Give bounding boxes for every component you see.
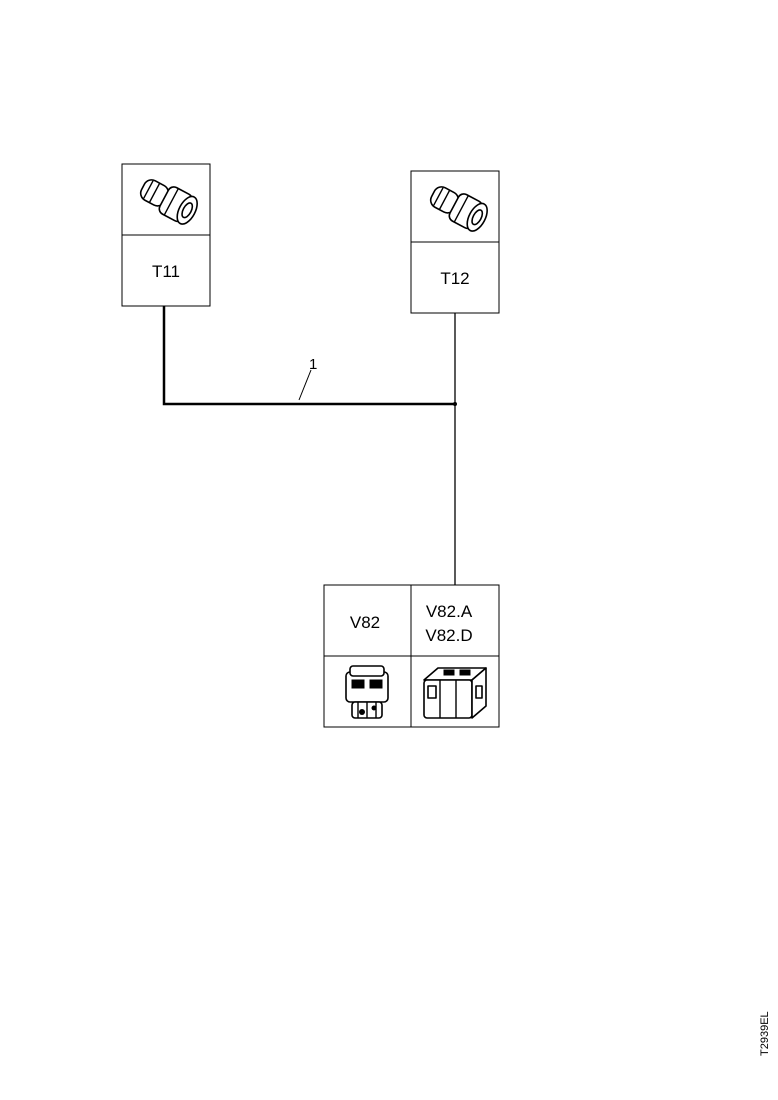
connector-block-icon [423,667,487,719]
component-t12[interactable]: T12 [410,170,500,314]
v82-label: V82 [350,613,380,632]
reference-code-box: T2939EL [759,1011,771,1056]
bulb-socket-icon [429,186,488,232]
v82-pin-a-label: V82.A [426,602,473,621]
wire-1: 1 [162,306,457,587]
component-t11[interactable]: T11 [121,163,211,307]
wire-1-leader [298,369,312,401]
wire-1-label: 1 [309,356,317,373]
t11-label-cell [121,234,211,307]
reference-code: T2939EL [759,1011,771,1056]
v82-pin-d-label: V82.D [425,626,472,645]
component-v82[interactable]: V82 V82.A V82.D [323,584,500,728]
bulb-socket-icon [139,179,198,225]
wire-junction [453,402,457,406]
t11-label: T11 [152,262,180,281]
relay-icon [345,665,389,719]
wire-1-segment-t11 [162,306,455,406]
t12-label: T12 [440,269,469,288]
v82-pins-cell [410,584,500,657]
t12-label-cell [410,241,500,314]
